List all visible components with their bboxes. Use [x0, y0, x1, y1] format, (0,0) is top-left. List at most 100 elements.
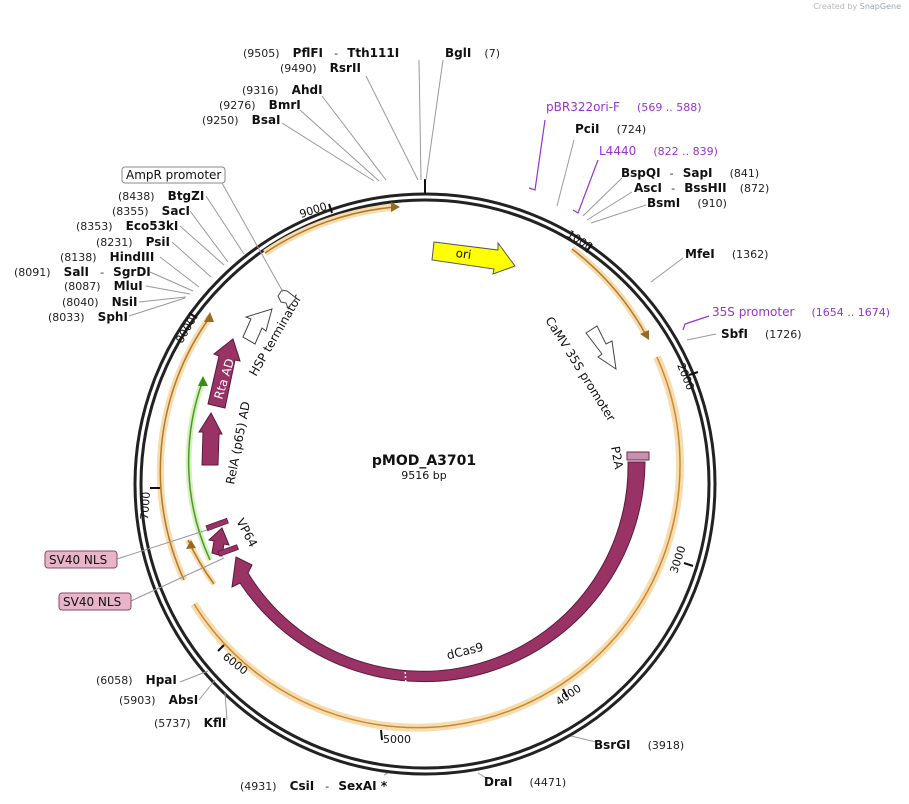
enzyme-asci-name: AscI — [634, 181, 662, 195]
ori-arrow — [431, 241, 516, 275]
tick-label-1000: 1000 — [564, 228, 595, 254]
enzyme-asci-sep: - — [671, 182, 675, 195]
enzyme-hindiii: (8138) HindIII — [60, 246, 154, 265]
enzyme-absi: (5903) AbsI — [119, 689, 198, 708]
leader-pcii — [556, 139, 575, 207]
primer-pbr322ori-f-range: (569 .. 588) — [637, 101, 702, 114]
sv40-nls-box-a — [44, 550, 118, 569]
orf-arc-inner-green-line — [187, 379, 211, 561]
tick-mark-3000 — [683, 562, 694, 567]
enzyme-csii-name: CsiI — [290, 779, 315, 793]
enzyme-bsmi-pos: (910) — [697, 197, 727, 210]
enzyme-mfei-name: MfeI — [685, 247, 715, 261]
enzyme-kfli: (5737) KflI — [154, 712, 226, 731]
leader-asci — [586, 191, 633, 221]
leader-sv40-b — [130, 557, 225, 602]
enzyme-hindiii-pos: (8138) — [60, 251, 97, 264]
sv40-nls-label-b: SV40 NLS — [63, 595, 121, 609]
enzyme-sgrdi-name: SgrDI — [113, 265, 151, 279]
enzyme-csii-pos: (4931) — [240, 780, 277, 793]
orf-arc-cas9-line — [193, 356, 681, 729]
tick-mark-2000 — [688, 371, 699, 376]
orf-arc-right-head — [640, 330, 649, 340]
tick-label-7000: 7000 — [138, 491, 153, 520]
ori-label: ori — [455, 246, 472, 262]
plasmid-name: pMOD_A3701 — [372, 453, 476, 469]
leader-mfei — [650, 257, 684, 283]
enzyme-bsai: (9250) BsaI — [202, 109, 281, 128]
enzyme-btgzi: (8438) BtgZI — [118, 185, 204, 204]
leader-eco53ki — [179, 225, 225, 266]
enzyme-bspqi-sapi: BspQI - SapI (841) — [621, 162, 759, 181]
enzyme-pcii-pos: (724) — [617, 123, 647, 136]
tick-mark-8000 — [188, 312, 198, 319]
enzyme-sali-sep: - — [100, 266, 104, 279]
enzyme-nsii-name: NsiI — [112, 295, 138, 309]
enzyme-nsii-pos: (8040) — [62, 296, 99, 309]
enzyme-ahdi: (9316) AhdI — [242, 79, 323, 98]
enzyme-asci-bsshii: AscI - BssHII (872) — [634, 177, 769, 196]
enzyme-sbfi-pos: (1726) — [765, 328, 802, 341]
credit-prefix: Created by — [813, 2, 858, 11]
enzyme-pcii-name: PciI — [575, 122, 600, 136]
leader-mlui — [145, 285, 191, 295]
tick-label-5000: 5000 — [383, 733, 411, 746]
enzyme-bspqi-name: BspQI — [621, 166, 661, 180]
enzyme-btgzi-name: BtgZI — [168, 189, 205, 203]
enzyme-absi-name: AbsI — [169, 693, 198, 707]
enzyme-saci-pos: (8355) — [112, 205, 149, 218]
enzyme-drai-pos: (4471) — [530, 776, 567, 789]
enzyme-sphi: (8033) SphI — [48, 306, 128, 325]
enzyme-rsrii: (9490) RsrII — [280, 57, 361, 76]
orf-arc-left-head — [204, 312, 214, 322]
leader-sbfi — [686, 333, 717, 341]
orf-arc-top-head — [391, 202, 400, 212]
enzyme-psii-pos: (8231) — [96, 236, 133, 249]
leader-sphi — [128, 297, 186, 317]
enzyme-pflfi-name: PflFI — [293, 46, 323, 60]
leader-bsrgi — [570, 735, 597, 743]
primer-pbr322ori-f: pBR322ori-F (569 .. 588) — [546, 96, 702, 115]
enzyme-tth111i-name: Tth111I — [347, 46, 399, 60]
enzyme-saci: (8355) SacI — [112, 200, 190, 219]
enzyme-psii: (8231) PsiI — [96, 231, 170, 250]
enzyme-kfli-name: KflI — [204, 716, 227, 730]
enzyme-rsrii-pos: (9490) — [280, 62, 317, 75]
leader-pflfi — [418, 59, 422, 181]
enzyme-mfei: MfeI (1362) — [685, 243, 768, 262]
enzyme-nsii: (8040) NsiI — [62, 291, 137, 310]
leader-drai — [477, 772, 487, 779]
enzyme-bmri-name: BmrI — [269, 98, 301, 112]
enzyme-sbfi-name: SbfI — [721, 327, 748, 341]
primer-35s-promoter: 35S promoter (1654 .. 1674) — [712, 301, 890, 320]
enzyme-pflfi-tth111i: (9505) PflFI - Tth111I — [243, 42, 399, 61]
tick-mark-5000 — [380, 729, 383, 741]
enzyme-eco53ki-name: Eco53kI — [126, 219, 179, 233]
backbone — [133, 179, 717, 776]
ampr-promoter-label: AmpR promoter — [126, 168, 221, 182]
nls-marker-lower — [217, 544, 239, 557]
leader-nsii — [138, 296, 187, 303]
enzyme-bsrgi-pos: (3918) — [648, 739, 685, 752]
camv-promoter-arrow — [585, 325, 617, 371]
enzyme-sapi-name: SapI — [683, 166, 713, 180]
tick-mark-1000 — [585, 243, 593, 253]
plasmid-length: 9516 bp — [401, 469, 446, 482]
leader-lines — [116, 59, 717, 779]
enzyme-absi-pos: (5903) — [119, 694, 156, 707]
enzyme-pcii: PciI (724) — [575, 118, 646, 137]
leader-btgzi — [205, 195, 245, 255]
vp64-label: VP64 — [233, 516, 260, 550]
enzyme-sphi-pos: (8033) — [48, 311, 85, 324]
enzyme-hpai-name: HpaI — [146, 673, 177, 687]
enzyme-bmri-pos: (9276) — [219, 99, 256, 112]
enzyme-bsshii-name: BssHII — [684, 181, 726, 195]
enzyme-mlui: (8087) MluI — [64, 275, 143, 294]
primer-35s-promoter-range: (1654 .. 1674) — [811, 306, 890, 319]
leader-sv40-a — [116, 529, 208, 560]
primer-l4440: L4440 (822 .. 839) — [599, 140, 718, 159]
primer-l4440-range: (822 .. 839) — [653, 145, 718, 158]
dcas9-label: dCas9 — [445, 640, 485, 663]
rela-arrow — [198, 411, 223, 466]
enzyme-bsai-pos: (9250) — [202, 114, 239, 127]
